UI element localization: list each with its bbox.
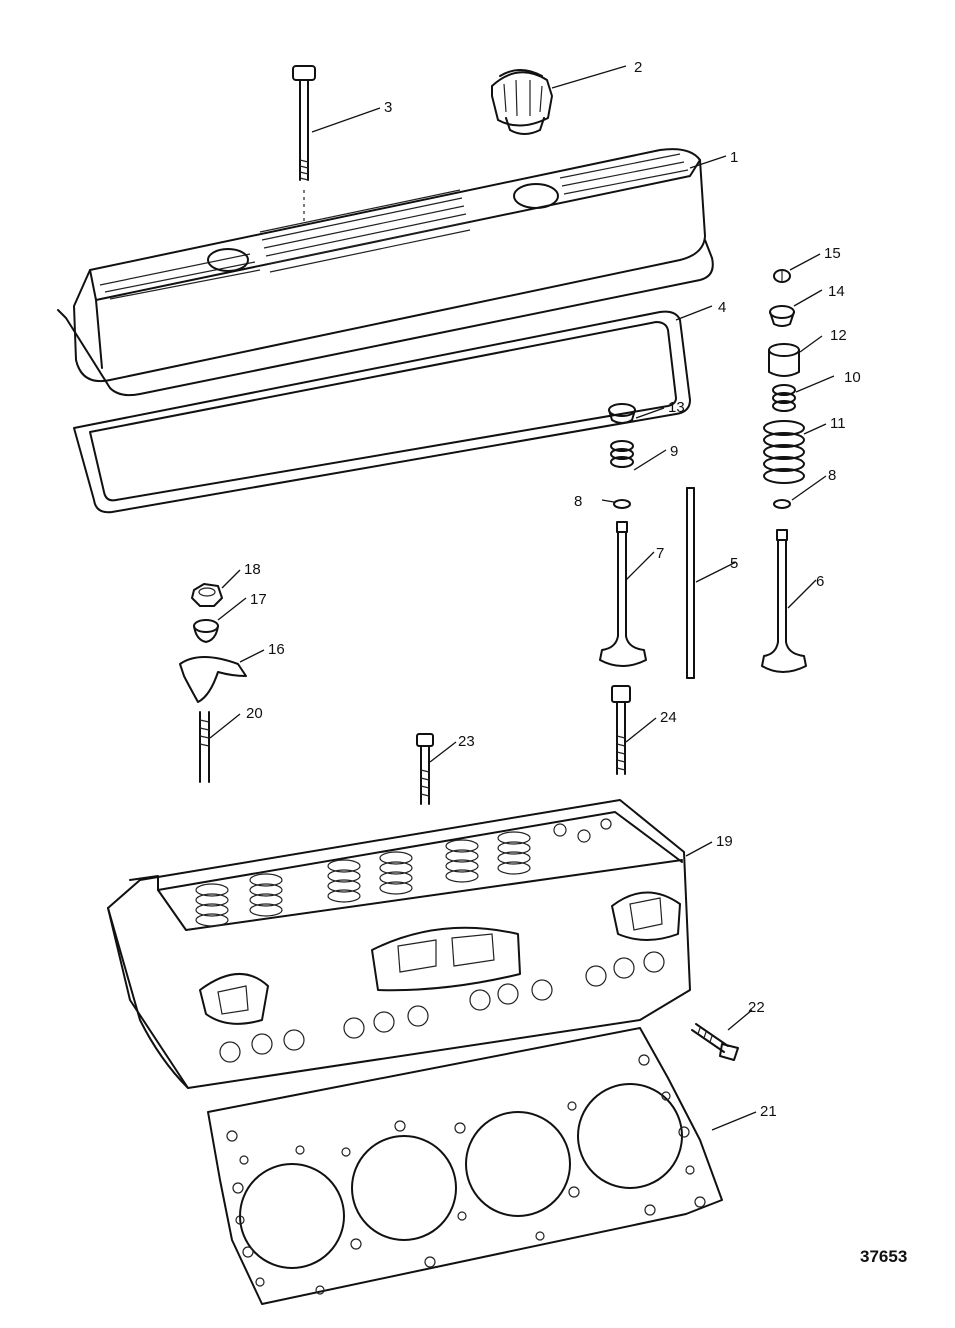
oil-seal-8b <box>773 499 791 509</box>
spring-cap-13 <box>608 403 636 424</box>
valve-rotator-14 <box>769 305 795 327</box>
callout-1: 1 <box>730 149 738 166</box>
callout-21: 21 <box>760 1103 777 1120</box>
callout-20: 20 <box>246 705 263 722</box>
callout-17: 17 <box>250 591 267 608</box>
oil-filler-cap <box>491 69 553 135</box>
callout-8b: 8 <box>828 467 836 484</box>
oil-shield-9 <box>610 440 634 468</box>
head-bolt-24 <box>611 685 631 775</box>
callout-7: 7 <box>656 545 664 562</box>
callout-23: 23 <box>458 733 475 750</box>
head-bolt-23 <box>416 733 434 805</box>
exhaust-valve-6 <box>761 529 807 673</box>
figure-number: 37653 <box>860 1247 907 1266</box>
valve-cup-12 <box>768 343 800 377</box>
head-gasket-21 <box>207 1027 723 1305</box>
valve-cover <box>57 148 714 397</box>
callout-11: 11 <box>830 415 846 432</box>
callout-19: 19 <box>716 833 733 850</box>
callout-14: 14 <box>828 283 845 300</box>
callout-3: 3 <box>384 99 392 116</box>
callout-13: 13 <box>668 399 685 416</box>
callout-4: 4 <box>718 299 726 316</box>
rocker-ball-17 <box>193 619 219 643</box>
callout-22: 22 <box>748 999 765 1016</box>
callout-6: 6 <box>816 573 824 590</box>
callout-12: 12 <box>830 327 847 344</box>
callout-8a: 8 <box>574 493 582 510</box>
leader-lines <box>209 65 835 1131</box>
cover-bolt <box>292 65 316 230</box>
valve-keeper-15 <box>773 269 791 283</box>
intake-valve-7 <box>599 521 647 667</box>
callout-18: 18 <box>244 561 261 578</box>
oil-seal-8a <box>613 499 631 509</box>
callout-labels: 1 2 3 4 5 6 7 8 8 9 10 11 12 13 14 15 16… <box>244 59 861 1120</box>
rocker-nut-18 <box>191 583 223 607</box>
callout-9: 9 <box>670 443 678 460</box>
callout-15: 15 <box>824 245 841 262</box>
damper-spring-10 <box>772 384 796 412</box>
rocker-arm-16 <box>179 656 247 703</box>
rocker-stud-20 <box>199 711 210 783</box>
callout-5: 5 <box>730 555 738 572</box>
cylinder-head-19 <box>107 799 691 1089</box>
callout-10: 10 <box>844 369 861 386</box>
push-rod-5 <box>686 487 695 679</box>
callout-2: 2 <box>634 59 642 76</box>
bolt-22 <box>691 1023 739 1061</box>
valve-spring-11 <box>763 420 805 484</box>
callout-16: 16 <box>268 641 285 658</box>
valve-cover-gasket <box>73 310 691 514</box>
callout-24: 24 <box>660 709 677 726</box>
